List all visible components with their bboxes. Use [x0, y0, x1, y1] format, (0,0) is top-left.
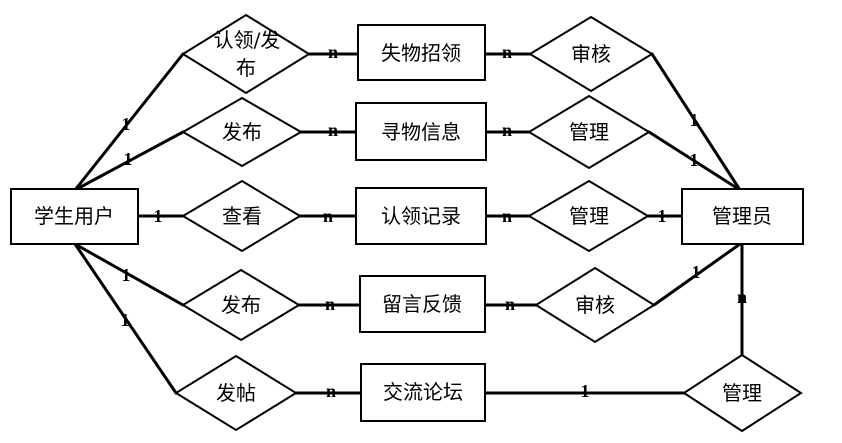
relationship-label: 管理: [569, 204, 609, 228]
entity-box: [357, 24, 486, 81]
edge-manage-1-admin: [647, 130, 742, 192]
relationship-claim-publish: 认领/发 布: [181, 13, 311, 95]
cardinality-many: n: [737, 287, 747, 307]
relationship-label: 审核: [575, 293, 615, 317]
entity-label: 管理员: [712, 204, 772, 228]
edge-review-1-admin: [650, 52, 742, 192]
cardinality-many: n: [323, 206, 333, 226]
cardinality-many: n: [328, 42, 338, 62]
relationship-manage-forum: 管理: [682, 353, 803, 433]
entity-label: 失物招领: [381, 41, 461, 65]
relationship-diamond: [527, 179, 650, 253]
relationship-label-line-2: 布: [236, 56, 256, 80]
entity-feedback: 留言反馈: [359, 275, 486, 333]
cardinality-one: 1: [122, 114, 131, 134]
cardinality-one: 1: [124, 149, 133, 169]
relationship-diamond: [181, 13, 311, 95]
entity-label: 学生用户: [34, 204, 114, 228]
cardinality-one: 1: [122, 265, 131, 285]
edge-review-2-admin: [652, 242, 742, 307]
edge-student-claim-publish: [73, 52, 185, 192]
relationship-post: 发帖: [174, 354, 298, 432]
entity-box: [10, 188, 139, 245]
cardinality-many: n: [502, 42, 512, 62]
cardinality-many: n: [502, 206, 512, 226]
relationship-diamond: [181, 179, 302, 253]
edge-student-publish-2: [73, 242, 185, 307]
cardinality-many: n: [326, 381, 336, 401]
entity-box: [355, 102, 487, 161]
entity-label: 留言反馈: [382, 292, 462, 316]
relationship-publish-2: 发布: [181, 268, 301, 342]
entity-label: 认领记录: [381, 204, 461, 228]
relationship-diamond: [174, 354, 298, 432]
cardinality-many: n: [502, 120, 512, 140]
entity-lost-found-claim: 失物招领: [357, 24, 486, 81]
edge-student-publish-1: [73, 130, 185, 192]
cardinality-one: 1: [690, 110, 699, 130]
relationship-manage-2: 管理: [527, 179, 650, 253]
cardinality-many: n: [505, 294, 515, 314]
relationship-label: 发帖: [216, 381, 256, 405]
relationship-label: 管理: [722, 381, 762, 405]
relationship-diamond: [534, 266, 656, 344]
relationship-review-2: 审核: [534, 266, 656, 344]
relationship-diamond: [181, 268, 301, 342]
relationship-label: 发布: [221, 293, 261, 317]
entity-label: 寻物信息: [381, 120, 461, 144]
relationship-review-1: 审核: [528, 15, 654, 93]
cardinality-many: n: [328, 120, 338, 140]
edge-student-post: [73, 242, 178, 395]
cardinality-labels: 1 1 1 1 1 n n n n n n n n n 1 1 1 1 n 1: [121, 42, 748, 401]
relationship-label-line-1: 认领/发: [214, 28, 281, 52]
entity-claim-record: 认领记录: [355, 187, 487, 245]
connectors: [73, 52, 744, 395]
cardinality-one: 1: [581, 381, 590, 401]
relationship-diamond: [180, 96, 304, 168]
cardinality-one: 1: [154, 206, 163, 226]
entity-student: 学生用户: [10, 188, 139, 245]
relationship-view: 查看: [181, 179, 302, 253]
cardinality-many: n: [325, 294, 335, 314]
entity-box: [359, 275, 486, 333]
entity-box: [681, 188, 804, 245]
cardinality-one: 1: [121, 310, 130, 330]
entity-seek-item-info: 寻物信息: [355, 102, 487, 161]
entity-box: [360, 363, 486, 422]
entity-admin: 管理员: [681, 188, 804, 245]
cardinality-one: 1: [692, 262, 701, 282]
relationship-label: 查看: [222, 204, 262, 228]
relationship-label: 管理: [569, 120, 609, 144]
relationship-diamond: [527, 94, 651, 170]
cardinality-one: 1: [658, 206, 667, 226]
relationship-diamond: [682, 353, 803, 433]
entity-label: 交流论坛: [383, 380, 463, 404]
cardinality-one: 1: [690, 150, 699, 170]
relationship-label: 发布: [222, 120, 262, 144]
relationship-manage-1: 管理: [527, 94, 651, 170]
relationship-diamond: [528, 15, 654, 93]
relationship-publish-1: 发布: [180, 96, 304, 168]
entity-forum: 交流论坛: [360, 363, 486, 422]
relationship-label: 审核: [571, 42, 611, 66]
entity-box: [355, 187, 487, 245]
